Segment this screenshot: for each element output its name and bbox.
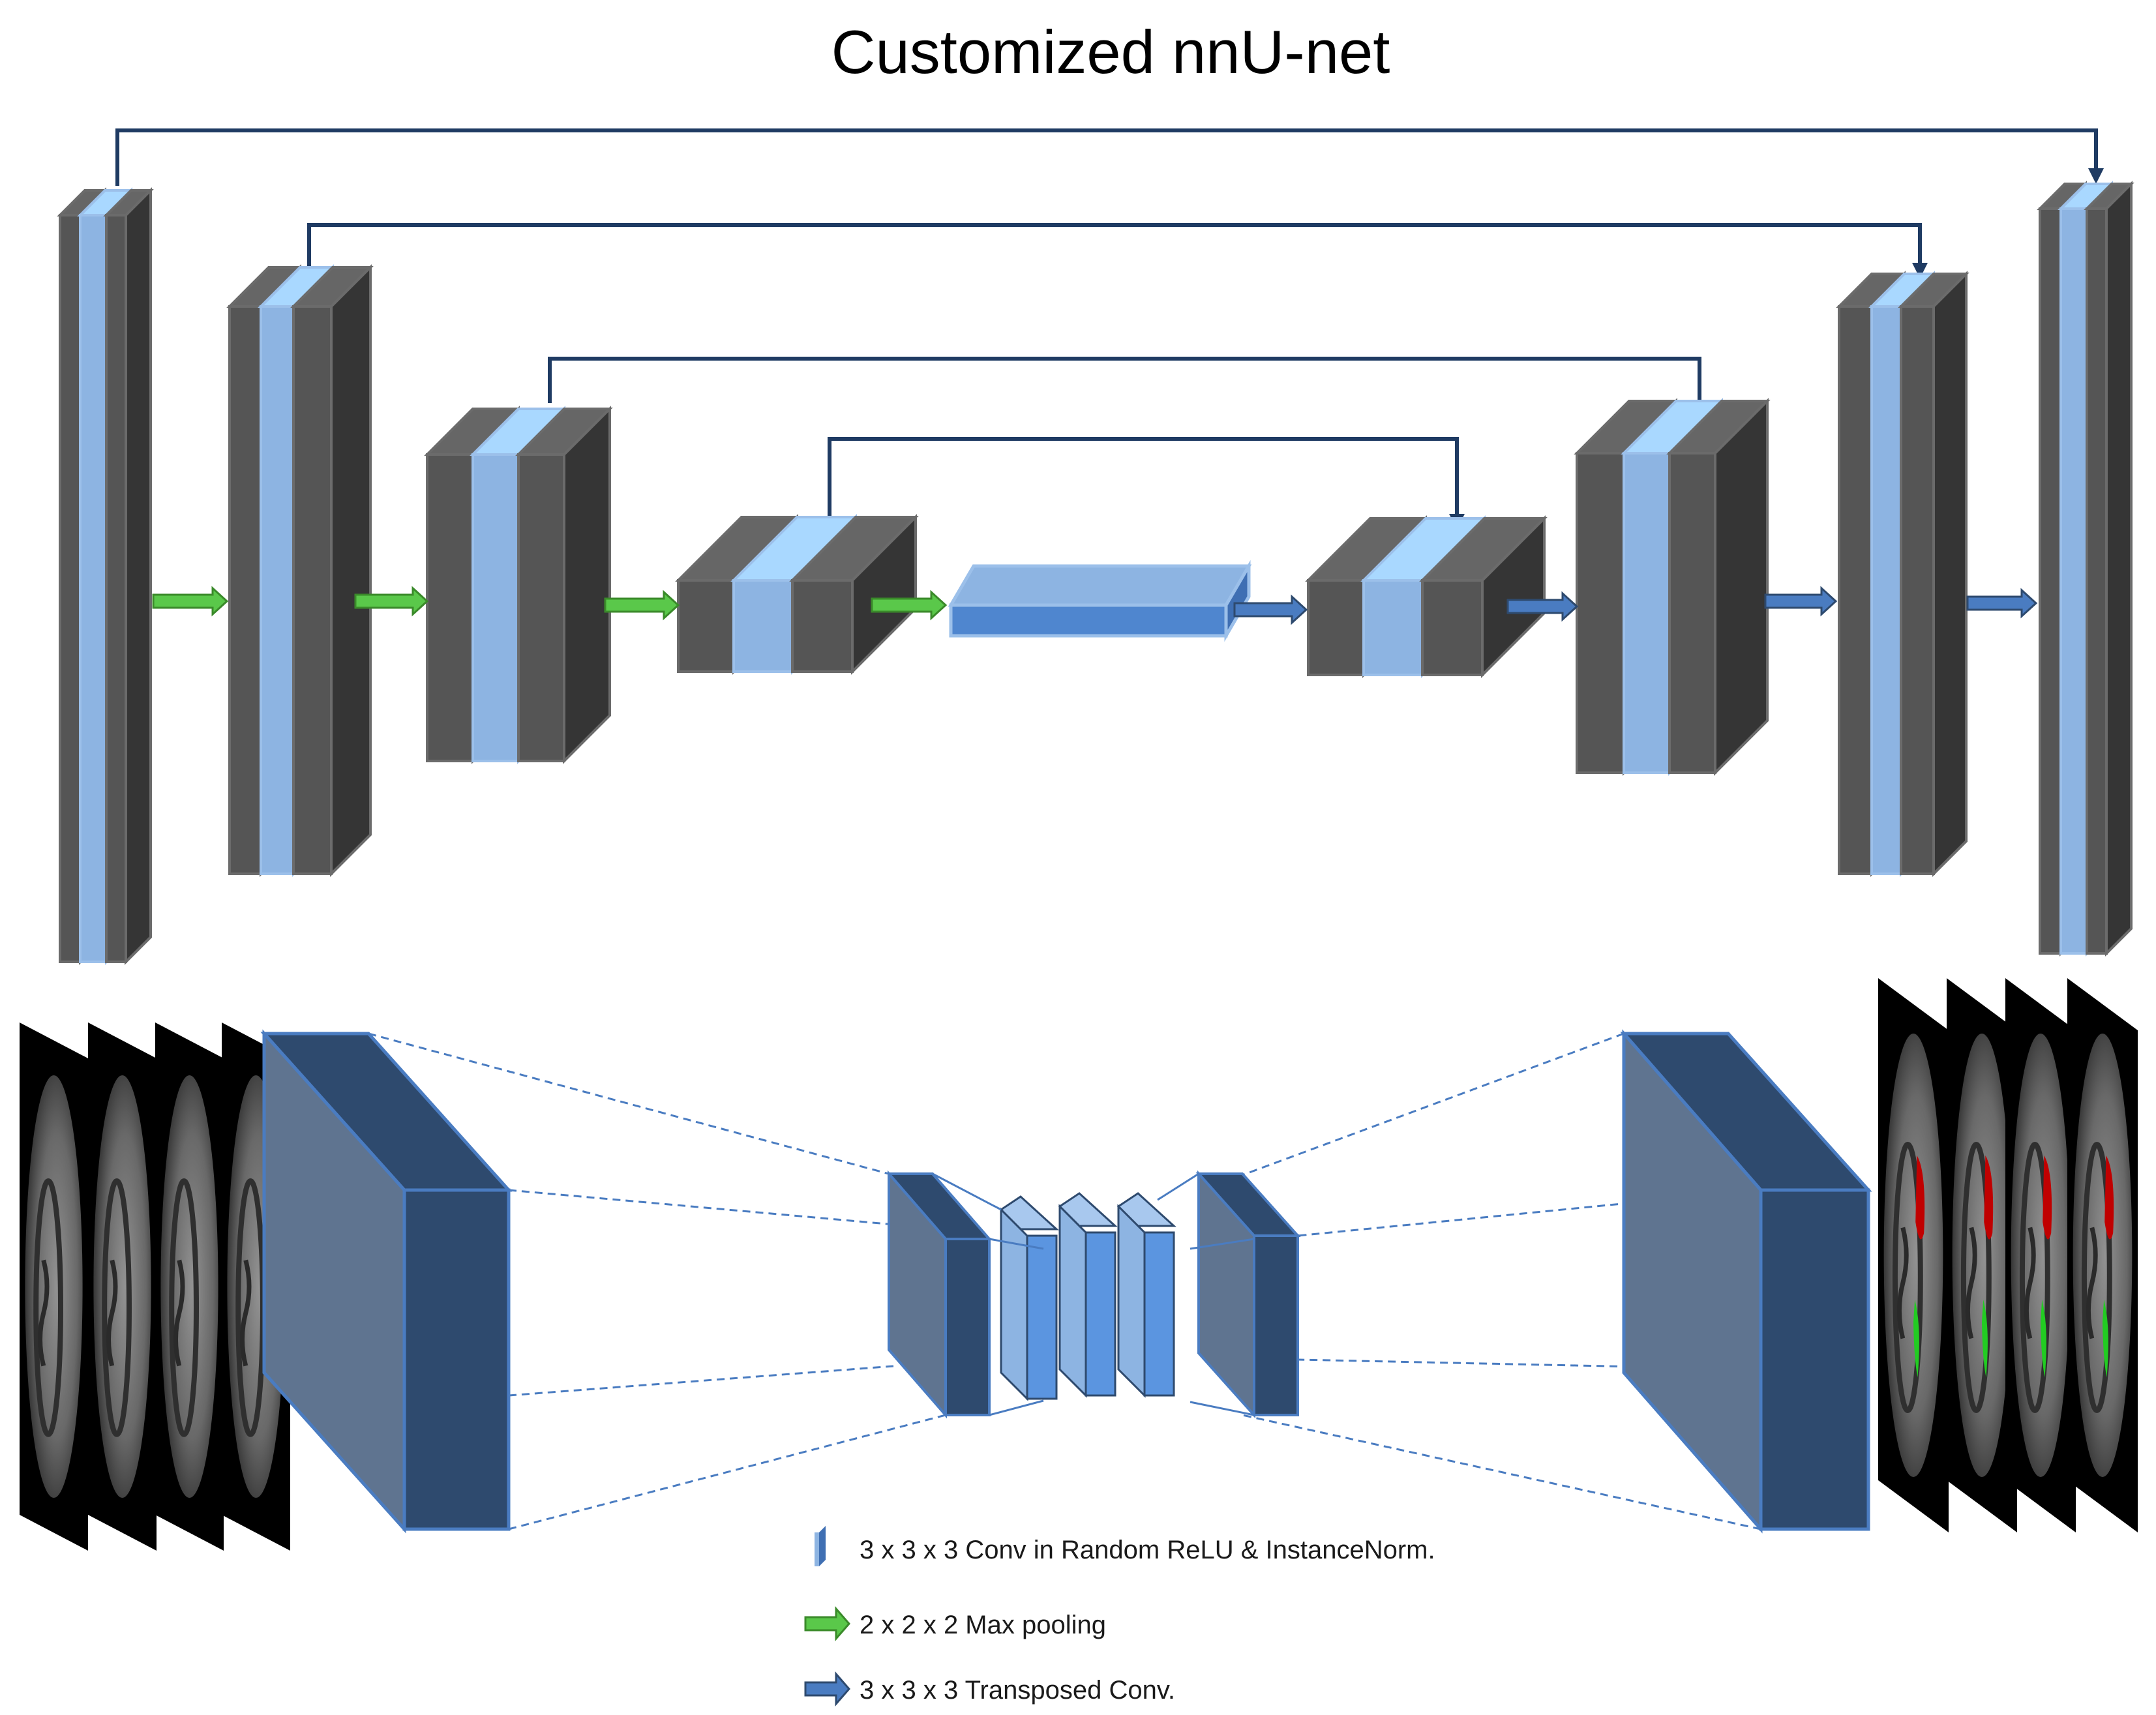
segmentation-green [2041, 1300, 2046, 1377]
legend-label-conv: 3 x 3 x 3 Conv in Random ReLU & Instance… [860, 1536, 1435, 1564]
decoder-stage-3 [1574, 398, 1771, 776]
conv-block [1058, 1192, 1118, 1398]
transposed-conv-arrow-icon [1233, 594, 1308, 625]
connector-line [1190, 1401, 1255, 1416]
blue-arrow-icon [804, 1671, 850, 1707]
legend-label-transposed: 3 x 3 x 3 Transposed Conv. [860, 1676, 1175, 1705]
max-pooling-arrow-icon [604, 589, 680, 621]
conv-slab-dark [1666, 398, 1771, 776]
arrowhead-icon [2088, 168, 2104, 184]
input-scan-slice [155, 1022, 224, 1551]
conv-block-icon [815, 1526, 826, 1566]
center-conv-stack [999, 1192, 1176, 1401]
segmentation-red [1915, 1156, 1925, 1240]
max-pooling-arrow-icon [354, 586, 429, 617]
center-right-volume [1195, 1170, 1301, 1419]
input-feature-volume [260, 1029, 513, 1534]
conv-slab-dark [1898, 271, 1969, 877]
volume-front-face [1253, 1234, 1299, 1416]
skip-connection-4 [828, 437, 1459, 518]
skip-connection-1 [115, 128, 2098, 186]
volume-front-face [944, 1238, 991, 1416]
segmentation-green [2103, 1300, 2108, 1377]
transposed-conv-arrow-icon [1506, 591, 1579, 622]
segmentation-red [1984, 1156, 1994, 1240]
max-pooling-arrow-icon [871, 589, 948, 621]
bottleneck-front-face [949, 603, 1228, 638]
output-scan-slice [2067, 978, 2138, 1532]
volume-front-face [402, 1188, 511, 1531]
volume-front-face [1759, 1188, 1870, 1531]
center-left-volume [886, 1170, 993, 1419]
skip-connections [115, 128, 2098, 518]
projection-line [508, 1414, 946, 1530]
flow-arrows [152, 586, 2038, 625]
bottleneck-top-face [948, 564, 1252, 607]
legend-item-pool: 2 x 2 x 2 Max pooling [804, 1605, 1106, 1642]
output-scan-slice [2005, 978, 2076, 1532]
input-scan-slice [20, 1022, 88, 1551]
green-arrow-icon [804, 1605, 850, 1642]
segmentation-green [1982, 1300, 1988, 1377]
connector-line [932, 1172, 1002, 1211]
output-scan-slice [1947, 978, 2017, 1532]
segmentation-green [1913, 1300, 1919, 1377]
max-pooling-arrow-icon [152, 586, 229, 617]
arrowhead-icon [1912, 263, 1928, 278]
transposed-conv-arrow-icon [1966, 588, 2038, 619]
conv-slab-dark [290, 264, 374, 877]
skip-arrowheads [1449, 168, 2104, 529]
diagram-title: Customized nnU-net [831, 18, 1390, 86]
center-connector-lines [932, 1172, 1255, 1416]
bottleneck-block [948, 559, 1252, 642]
connector-line [1157, 1172, 1199, 1201]
segmentation-red [2104, 1156, 2114, 1240]
decoder-stage-2 [1836, 271, 1969, 877]
segmentation-red [2043, 1156, 2052, 1240]
decoder-stage-4 [1305, 515, 1548, 678]
conv-slab-dark [789, 514, 919, 675]
conv-slab-dark [2084, 181, 2134, 957]
projection-line [1297, 1358, 1761, 1371]
legend-label-pool: 2 x 2 x 2 Max pooling [860, 1611, 1106, 1639]
output-feature-volume [1620, 1029, 1872, 1534]
legend-item-conv: 3 x 3 x 3 Conv in Random ReLU & Instance… [815, 1526, 1435, 1566]
projection-lines [368, 1032, 1761, 1530]
output-scan-slice [1878, 978, 1949, 1532]
conv-slab-dark [515, 406, 613, 764]
connector-line [989, 1399, 1044, 1416]
conv-slab-dark [103, 187, 154, 965]
connector-line [989, 1238, 1044, 1250]
unet-blocks [57, 181, 2134, 965]
projection-line [508, 1189, 946, 1230]
conv-block [1116, 1192, 1176, 1398]
legend: 3 x 3 x 3 Conv in Random ReLU & Instance… [804, 1526, 1435, 1707]
legend-item-transposed: 3 x 3 x 3 Transposed Conv. [804, 1671, 1175, 1707]
skip-connection-2 [307, 223, 1922, 273]
encoder-stage-4 [675, 514, 919, 675]
projection-line [1242, 1414, 1761, 1530]
input-mri-scans [20, 1022, 290, 1551]
encoder-stage-2 [226, 264, 374, 877]
connector-line [1190, 1238, 1255, 1250]
conv-block [999, 1195, 1059, 1401]
encoder-stage-3 [424, 406, 613, 764]
projection-line [508, 1365, 894, 1397]
projection-line [1242, 1032, 1624, 1176]
encoder-stage-1 [57, 187, 154, 965]
input-scan-slice [88, 1022, 157, 1551]
decoder-stage-1 [2037, 181, 2134, 957]
transposed-conv-arrow-icon [1764, 586, 1838, 617]
skip-connection-3 [548, 357, 1701, 408]
output-segmentation-scans [1878, 978, 2138, 1532]
